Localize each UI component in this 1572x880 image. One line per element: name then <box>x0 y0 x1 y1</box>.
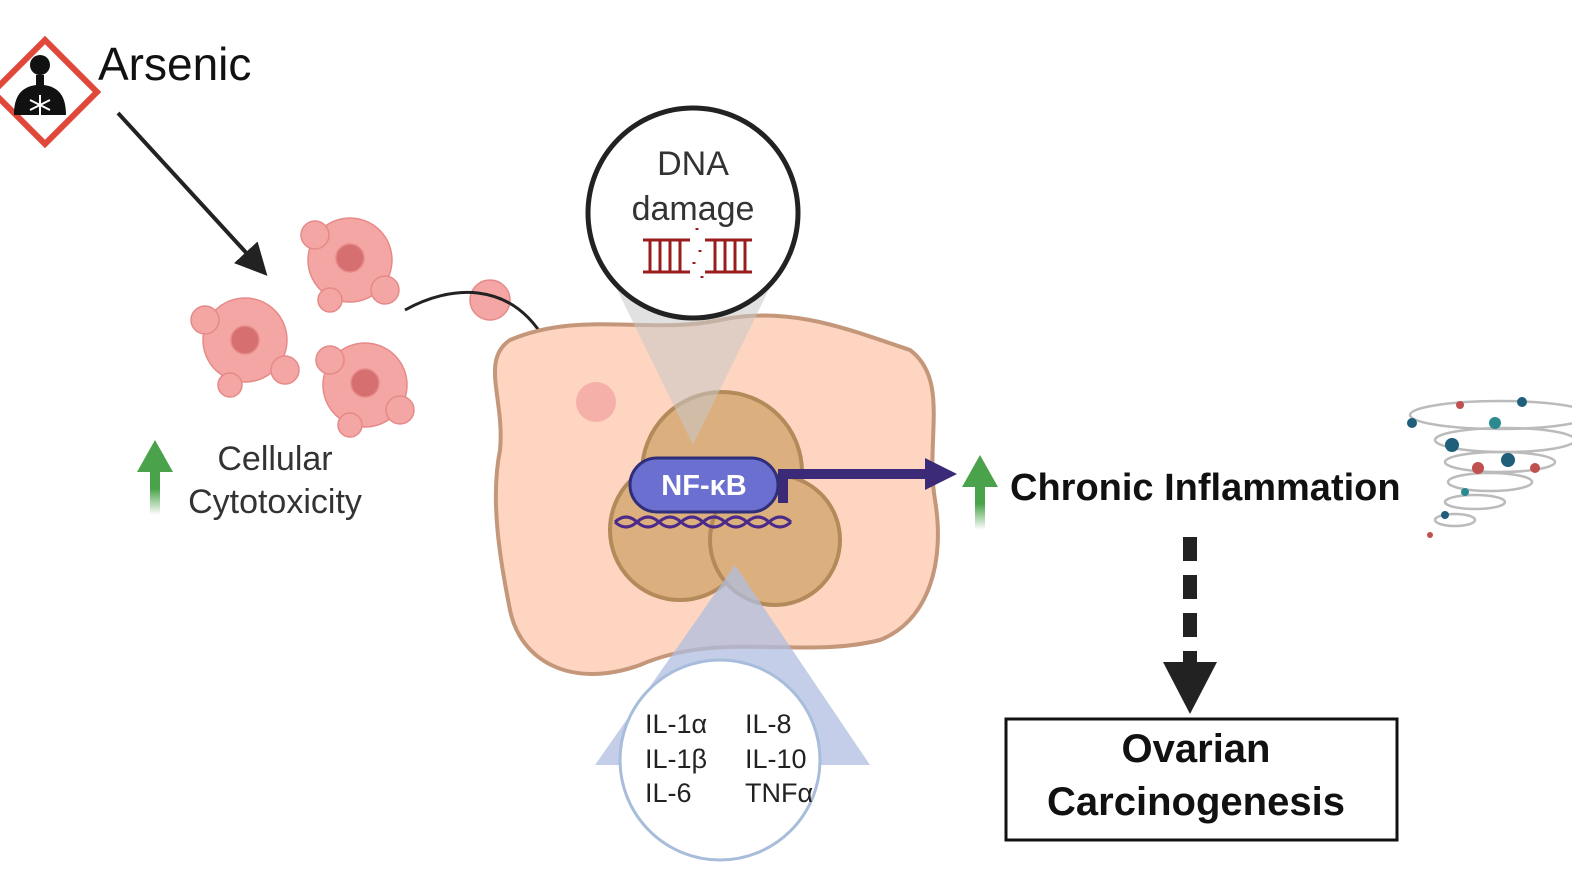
callout-pointer <box>610 275 776 445</box>
cytokine: IL-6 <box>645 778 692 808</box>
health-hazard-icon <box>0 35 102 149</box>
arsenic-label: Arsenic <box>98 38 251 90</box>
cytotoxicity-line1: Cellular <box>217 440 332 478</box>
dna-helix-icon <box>613 515 793 529</box>
cytokines-callout <box>618 658 822 862</box>
arsenic-arrow <box>116 111 268 276</box>
up-arrow-icon <box>137 440 173 515</box>
damaged-cells <box>190 217 620 438</box>
progression-arrowhead <box>1163 662 1217 714</box>
transcription-arrow <box>778 458 957 503</box>
outcome-line2: Carcinogenesis <box>1047 780 1345 824</box>
cytokine-list: IL-1α IL-1β IL-6 IL-8 IL-10 TNFα <box>645 709 813 808</box>
inflammation-tornado-icon <box>1407 397 1572 538</box>
outcome-box <box>1004 717 1399 842</box>
cytokine: IL-1β <box>645 744 707 774</box>
cytokine: IL-1α <box>645 709 707 739</box>
cytotoxicity-line2: Cytotoxicity <box>188 483 362 521</box>
cytokine: IL-10 <box>745 744 807 774</box>
cytokine: TNFα <box>745 778 813 808</box>
broken-dna-icon <box>643 228 752 281</box>
dna-damage-line2: damage <box>632 190 755 228</box>
nfkb-label: NF-κB <box>661 470 746 502</box>
outcome-line1: Ovarian <box>1122 727 1271 771</box>
up-arrow-icon <box>962 455 998 530</box>
cytokine: IL-8 <box>745 709 792 739</box>
dna-damage-line1: DNA <box>657 145 729 183</box>
chronic-inflammation-label: Chronic Inflammation <box>1010 467 1401 509</box>
